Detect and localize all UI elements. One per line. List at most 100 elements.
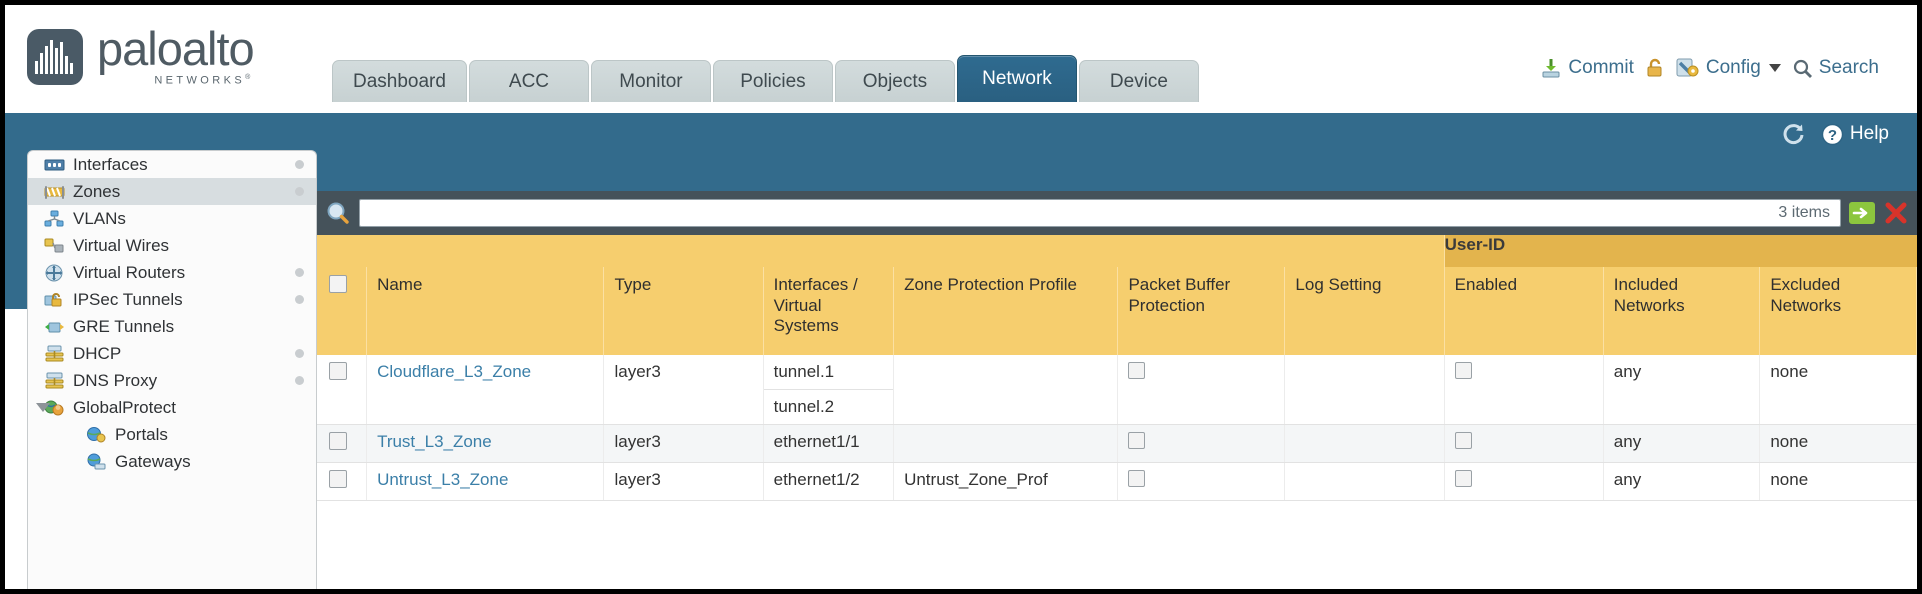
tab-policies[interactable]: Policies — [712, 60, 833, 102]
sidebar-item-virtual-wires[interactable]: Virtual Wires — [28, 232, 316, 259]
row-select-checkbox[interactable] — [329, 362, 347, 380]
column-header-included-networks[interactable]: Included Networks — [1603, 267, 1761, 355]
select-all-header[interactable] — [317, 267, 368, 355]
header-toolbar[interactable]: Commit Config — [1540, 57, 1879, 79]
gre-tunnels-icon — [45, 322, 64, 332]
cell-included-networks: any — [1603, 462, 1761, 501]
gateways-icon — [87, 453, 106, 469]
cell-packet-buffer-protection[interactable] — [1117, 355, 1286, 425]
tab-label: ACC — [508, 70, 550, 92]
sidebar-item-dns-proxy[interactable]: DNS Proxy — [28, 367, 316, 394]
dns-proxy-icon-wrap — [43, 371, 66, 390]
search-button[interactable]: Search — [1792, 57, 1879, 79]
column-header-type[interactable]: Type — [603, 267, 764, 355]
cell-interfaces: ethernet1/1 — [763, 424, 895, 463]
interfaces-icon — [44, 159, 65, 170]
sidebar-item-dhcp[interactable]: DHCP — [28, 340, 316, 367]
packet-buffer-protection-checkbox[interactable] — [1128, 362, 1146, 379]
chevron-down-icon[interactable] — [1768, 64, 1781, 72]
column-header-enabled[interactable]: Enabled — [1444, 267, 1604, 355]
cell-type: layer3 — [603, 355, 764, 425]
row-select-cell[interactable] — [317, 424, 368, 463]
config-button[interactable]: Config — [1676, 57, 1781, 79]
sidebar-item-label: Portals — [115, 424, 168, 444]
config-wrench-icon — [1676, 58, 1699, 77]
zones-icon — [44, 185, 65, 199]
cell-excluded-networks: none — [1759, 462, 1917, 501]
search-icon[interactable] — [325, 200, 351, 226]
sidebar-item-gateways[interactable]: Gateways — [28, 448, 316, 475]
cell-included-networks: any — [1603, 424, 1761, 463]
tab-dashboard[interactable]: Dashboard — [332, 60, 467, 102]
cell-excluded-networks: none — [1759, 424, 1917, 463]
cell-packet-buffer-protection[interactable] — [1117, 424, 1286, 463]
cell-userid-enabled[interactable] — [1444, 355, 1604, 425]
zone-name-link[interactable]: Untrust_L3_Zone — [377, 470, 509, 489]
virtual-routers-icon-wrap — [43, 263, 66, 282]
sidebar-item-globalprotect[interactable]: GlobalProtect — [28, 394, 316, 421]
column-header-log-setting[interactable]: Log Setting — [1284, 267, 1445, 355]
cell-log-setting — [1284, 355, 1445, 425]
column-header-packet-buffer-protection[interactable]: Packet Buffer Protection — [1117, 267, 1286, 355]
sidebar-item-portals[interactable]: Portals — [28, 421, 316, 448]
cell-userid-enabled[interactable] — [1444, 462, 1604, 501]
commit-button[interactable]: Commit — [1540, 57, 1634, 79]
column-header-excluded-networks[interactable]: Excluded Networks — [1759, 267, 1917, 355]
search-input[interactable]: 3 items — [359, 199, 1841, 227]
sidebar-item-zones[interactable]: Zones — [28, 178, 316, 205]
search-bar[interactable]: 3 items — [317, 191, 1917, 235]
tab-network[interactable]: Network — [956, 55, 1077, 102]
tab-label: Network — [982, 68, 1052, 89]
sidebar-item-vlans[interactable]: VLANs — [28, 205, 316, 232]
userid-enabled-checkbox[interactable] — [1454, 362, 1472, 379]
tab-monitor[interactable]: Monitor — [590, 60, 711, 102]
column-header-zone-protection-profile[interactable]: Zone Protection Profile — [893, 267, 1119, 355]
column-header-interfaces-virtual-systems[interactable]: Interfaces / Virtual Systems — [763, 267, 895, 355]
brand-subtitle: NETWORKS® — [154, 74, 254, 87]
sidebar-item-label: Interfaces — [73, 154, 148, 174]
zone-name-link[interactable]: Cloudflare_L3_Zone — [377, 362, 532, 381]
cell-userid-enabled[interactable] — [1444, 424, 1604, 463]
row-select-checkbox[interactable] — [329, 432, 347, 450]
apply-filter-button[interactable] — [1849, 202, 1875, 224]
cell-name: Trust_L3_Zone — [366, 424, 605, 463]
sidebar-item-label: Virtual Routers — [73, 262, 186, 282]
sidebar-item-label: Zones — [73, 181, 121, 201]
sidebar-item-gre-tunnels[interactable]: GRE Tunnels — [28, 313, 316, 340]
packet-buffer-protection-checkbox[interactable] — [1128, 432, 1146, 449]
row-select-cell[interactable] — [317, 355, 368, 425]
sidebar-item-status-dot — [295, 187, 304, 196]
zone-name-link[interactable]: Trust_L3_Zone — [377, 432, 492, 451]
column-header-name[interactable]: Name — [366, 267, 605, 355]
tab-label: Objects — [862, 70, 928, 92]
select-all-checkbox[interactable] — [329, 275, 347, 293]
tab-device[interactable]: Device — [1078, 60, 1199, 102]
portals-icon-wrap — [85, 425, 108, 444]
packet-buffer-protection-checkbox[interactable] — [1128, 470, 1146, 487]
help-button[interactable]: ? Help — [1821, 123, 1889, 146]
gateways-icon-wrap — [85, 452, 108, 471]
help-question-icon: ? — [1821, 123, 1844, 145]
band-actions[interactable]: ? Help — [1781, 121, 1889, 147]
sidebar-item-ipsec-tunnels[interactable]: IPSec Tunnels — [28, 286, 316, 313]
expand-collapse-triangle-icon[interactable] — [36, 403, 50, 412]
userid-enabled-checkbox[interactable] — [1454, 432, 1472, 449]
row-select-checkbox[interactable] — [329, 470, 347, 488]
clear-filter-button[interactable] — [1883, 201, 1909, 225]
tab-objects[interactable]: Objects — [834, 60, 955, 102]
cell-packet-buffer-protection[interactable] — [1117, 462, 1286, 501]
row-select-cell[interactable] — [317, 462, 368, 501]
lock-button[interactable] — [1645, 57, 1665, 79]
userid-enabled-checkbox[interactable] — [1454, 470, 1472, 487]
commit-icon — [1542, 59, 1560, 78]
tab-acc[interactable]: ACC — [468, 60, 589, 102]
refresh-icon[interactable] — [1781, 121, 1807, 147]
sidebar-item-interfaces[interactable]: Interfaces — [28, 151, 316, 178]
sidebar-item-virtual-routers[interactable]: Virtual Routers — [28, 259, 316, 286]
sidebar-item-label: IPSec Tunnels — [73, 289, 183, 309]
